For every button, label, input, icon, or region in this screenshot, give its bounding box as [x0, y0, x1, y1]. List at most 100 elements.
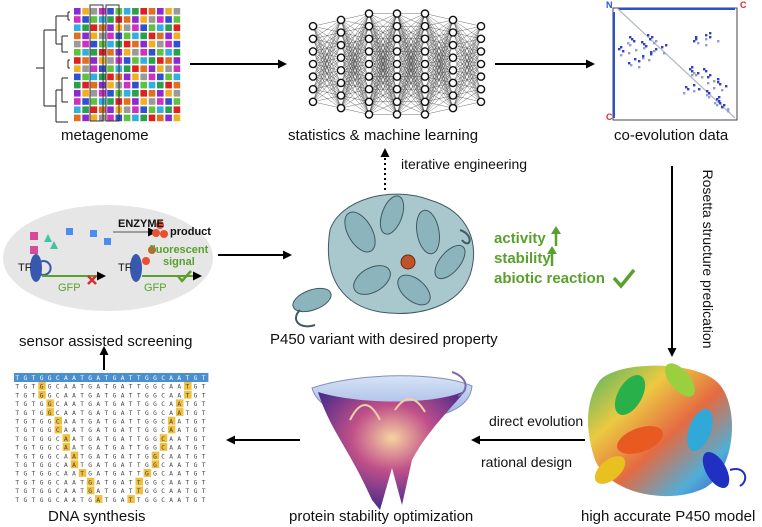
svg-text:T: T — [80, 427, 84, 434]
contact-map — [612, 7, 738, 121]
svg-text:A: A — [72, 479, 76, 486]
svg-text:T: T — [186, 410, 190, 417]
svg-text:G: G — [88, 384, 92, 391]
svg-text:T: T — [202, 410, 206, 417]
svg-text:G: G — [24, 497, 28, 504]
label-tf-left: TF — [18, 262, 32, 274]
label-iterative: iterative engineering — [401, 156, 528, 172]
coevo-c-left: C — [606, 112, 613, 122]
svg-text:G: G — [113, 392, 117, 399]
svg-text:A: A — [169, 384, 173, 391]
sequence-matrix — [74, 8, 181, 122]
svg-text:T: T — [32, 497, 36, 504]
svg-text:T: T — [137, 462, 141, 469]
svg-text:A: A — [121, 410, 125, 417]
label-rational: rational design — [481, 454, 573, 470]
property-abiotic: abiotic reaction — [494, 270, 605, 287]
svg-text:T: T — [105, 471, 109, 478]
svg-text:A: A — [72, 453, 76, 460]
svg-text:G: G — [113, 401, 117, 408]
svg-text:A: A — [169, 410, 173, 417]
svg-text:G: G — [194, 410, 198, 417]
svg-text:T: T — [105, 384, 109, 391]
svg-text:T: T — [105, 497, 109, 504]
svg-text:G: G — [40, 427, 44, 434]
svg-text:A: A — [177, 436, 181, 443]
svg-text:C: C — [56, 384, 60, 391]
svg-text:T: T — [129, 471, 133, 478]
svg-text:G: G — [153, 419, 157, 426]
svg-text:T: T — [15, 375, 19, 382]
svg-text:T: T — [15, 427, 19, 434]
column-highlight-1 — [89, 4, 104, 122]
svg-text:A: A — [169, 479, 173, 486]
svg-text:T: T — [15, 488, 19, 495]
svg-text:C: C — [161, 401, 165, 408]
svg-text:G: G — [145, 479, 149, 486]
svg-text:T: T — [15, 445, 19, 452]
svg-text:G: G — [153, 410, 157, 417]
svg-text:A: A — [121, 384, 125, 391]
svg-text:C: C — [161, 488, 165, 495]
svg-text:G: G — [88, 497, 92, 504]
svg-text:G: G — [113, 410, 117, 417]
label-dna: DNA synthesis — [48, 508, 146, 525]
svg-text:C: C — [56, 453, 60, 460]
svg-text:A: A — [169, 392, 173, 399]
svg-text:G: G — [48, 375, 52, 382]
svg-text:T: T — [129, 427, 133, 434]
energy-funnel — [311, 371, 473, 510]
svg-text:C: C — [56, 410, 60, 417]
svg-text:A: A — [64, 462, 68, 469]
svg-text:A: A — [72, 436, 76, 443]
svg-text:C: C — [161, 462, 165, 469]
svg-text:A: A — [64, 410, 68, 417]
svg-text:G: G — [194, 488, 198, 495]
property-activity: activity — [494, 230, 546, 247]
svg-text:T: T — [137, 471, 141, 478]
svg-text:A: A — [64, 453, 68, 460]
label-stability: protein stability optimization — [289, 508, 474, 525]
svg-text:A: A — [72, 488, 76, 495]
svg-text:G: G — [113, 419, 117, 426]
svg-text:A: A — [72, 462, 76, 469]
svg-text:G: G — [88, 375, 92, 382]
svg-text:G: G — [194, 419, 198, 426]
svg-text:T: T — [202, 419, 206, 426]
svg-text:T: T — [32, 384, 36, 391]
svg-text:T: T — [186, 401, 190, 408]
svg-text:G: G — [88, 392, 92, 399]
label-variant: P450 variant with desired property — [270, 331, 498, 348]
svg-text:A: A — [64, 445, 68, 452]
svg-text:G: G — [153, 479, 157, 486]
svg-text:G: G — [113, 497, 117, 504]
svg-text:A: A — [169, 453, 173, 460]
column-highlight-2 — [105, 4, 120, 122]
svg-text:T: T — [202, 427, 206, 434]
svg-text:A: A — [169, 462, 173, 469]
svg-text:T: T — [15, 401, 19, 408]
svg-text:C: C — [161, 427, 165, 434]
svg-text:T: T — [202, 445, 206, 452]
svg-text:C: C — [161, 497, 165, 504]
svg-text:A: A — [177, 419, 181, 426]
svg-text:G: G — [113, 427, 117, 434]
svg-text:T: T — [186, 462, 190, 469]
svg-text:C: C — [161, 419, 165, 426]
svg-text:C: C — [56, 392, 60, 399]
svg-text:G: G — [153, 453, 157, 460]
svg-text:G: G — [145, 497, 149, 504]
svg-text:A: A — [96, 479, 100, 486]
svg-text:T: T — [137, 479, 141, 486]
svg-text:G: G — [48, 392, 52, 399]
svg-text:A: A — [96, 401, 100, 408]
svg-text:T: T — [32, 427, 36, 434]
svg-text:G: G — [40, 401, 44, 408]
svg-text:G: G — [88, 471, 92, 478]
rainbow-p450-model — [588, 363, 747, 497]
label-rosetta-wrap: Rosetta structure predication — [698, 166, 718, 352]
label-product: product — [170, 226, 211, 238]
svg-text:G: G — [145, 427, 149, 434]
svg-text:T: T — [129, 384, 133, 391]
svg-text:A: A — [169, 445, 173, 452]
